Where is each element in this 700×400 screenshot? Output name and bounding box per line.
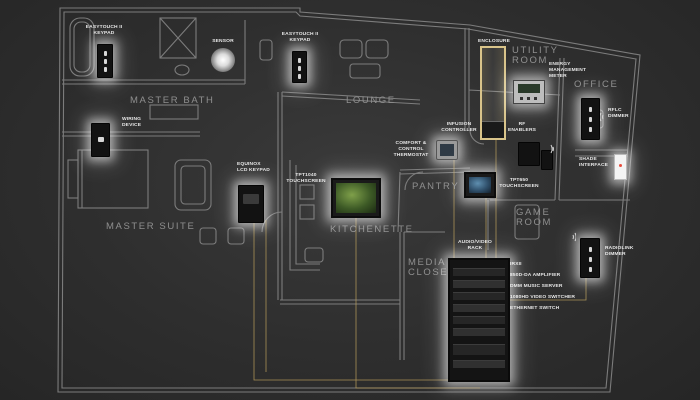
game-table: [514, 204, 540, 240]
label-infusion-controller: INFUSION CONTROLLER: [441, 122, 477, 134]
label-equinox-keypad: EQUINOX LCD KEYPAD: [237, 162, 270, 174]
tpt650-touchscreen-device: [464, 172, 496, 198]
sensor-device: [211, 48, 235, 72]
wall-media-bottom: [280, 299, 400, 305]
label-enclosure: ENCLOSURE: [477, 39, 511, 44]
rack-component: 1080HD VIDEO SWITCHER: [510, 295, 576, 300]
radiolink-dimmer-device: [580, 238, 600, 278]
rack-component: IRXII: [510, 262, 522, 267]
wireless-signal-icon: [550, 144, 554, 154]
rack-component: 850D-DA AMPLIFIER: [510, 273, 561, 278]
wiring-device-device: [91, 123, 110, 157]
av-rack-device: [448, 258, 510, 382]
bed: [77, 149, 149, 209]
wireless-signal-icon: [572, 232, 576, 242]
label-av-rack: AUDIO/VIDEO RACK: [458, 240, 492, 252]
room-media-closet: MEDIA CLOSET: [408, 257, 456, 279]
outer-wall: [57, 7, 641, 393]
wall-office: [554, 57, 630, 201]
wall-game: [487, 199, 555, 250]
easytouch-keypad-1-device: [97, 44, 113, 78]
label-shade-interface: SHADE INTERFACE: [579, 157, 609, 169]
label-thermostat: COMFORT & CONTROL THERMOSTAT: [393, 141, 429, 159]
rflc-dimmer-device: [581, 98, 600, 140]
room-utility-room: UTILITY ROOM: [512, 45, 559, 67]
enclosure-device: [480, 46, 506, 140]
equinox-keypad-device: [238, 185, 264, 223]
room-game-room: GAME ROOM: [516, 207, 552, 229]
label-energy-meter: ENERGY MANAGEMENT METER: [549, 62, 587, 80]
room-lounge: LOUNGE: [346, 95, 396, 106]
energy-meter-device: [513, 80, 545, 104]
vanity: [149, 104, 199, 120]
rf-enablers-antenna: [541, 150, 553, 170]
shower: [159, 17, 197, 59]
wall-lounge: [281, 91, 421, 105]
label-rflc-dimmer: RFLC DIMMER: [608, 108, 629, 120]
wall-pantry: [397, 167, 471, 233]
room-kitchenette: KITCHENETTE: [330, 224, 414, 235]
wireless-signal-icon: [600, 112, 604, 122]
rack-component: ETHERNET SWITCH: [510, 306, 560, 311]
room-pantry: PANTRY: [412, 181, 460, 192]
shade-interface-device: [614, 154, 627, 180]
wall-suite-kitchen: [277, 92, 283, 300]
label-sensor: SENSOR: [212, 39, 234, 44]
suite-sofa: [174, 159, 212, 211]
wall-media: [399, 231, 445, 360]
outer-wall-inner: [61, 11, 637, 389]
label-easytouch-keypad-1: EASYTOUCH II KEYPAD: [85, 25, 123, 37]
label-easytouch-keypad-2: EASYTOUCH II KEYPAD: [281, 32, 319, 44]
wiring-runs: [253, 136, 587, 389]
kitchen-counter: [289, 160, 320, 271]
wall-bath-suite: [62, 131, 200, 137]
label-wiring-device: WIRING DEVICE: [122, 117, 142, 129]
room-office: OFFICE: [574, 79, 619, 90]
easytouch-keypad-2-device: [292, 51, 307, 83]
rf-enablers-device: [518, 142, 540, 166]
label-tpt650: TPT650 TOUCHSCREEN: [499, 178, 539, 190]
label-radiolink-dimmer: RADIOLINK DIMMER: [605, 246, 634, 258]
room-master-suite: MASTER SUITE: [106, 221, 196, 232]
rack-component: DMM MUSIC SERVER: [510, 284, 563, 289]
tpt1040-touchscreen-device: [331, 178, 381, 218]
label-tpt1040: TPT1040 TOUCHSCREEN: [286, 173, 326, 185]
room-master-bath: MASTER BATH: [130, 95, 215, 106]
wall-master-bath: [62, 20, 246, 85]
bathtub: [69, 17, 95, 77]
label-rf-enablers: RF ENABLERS: [507, 122, 537, 134]
thermostat-device: [436, 140, 458, 160]
